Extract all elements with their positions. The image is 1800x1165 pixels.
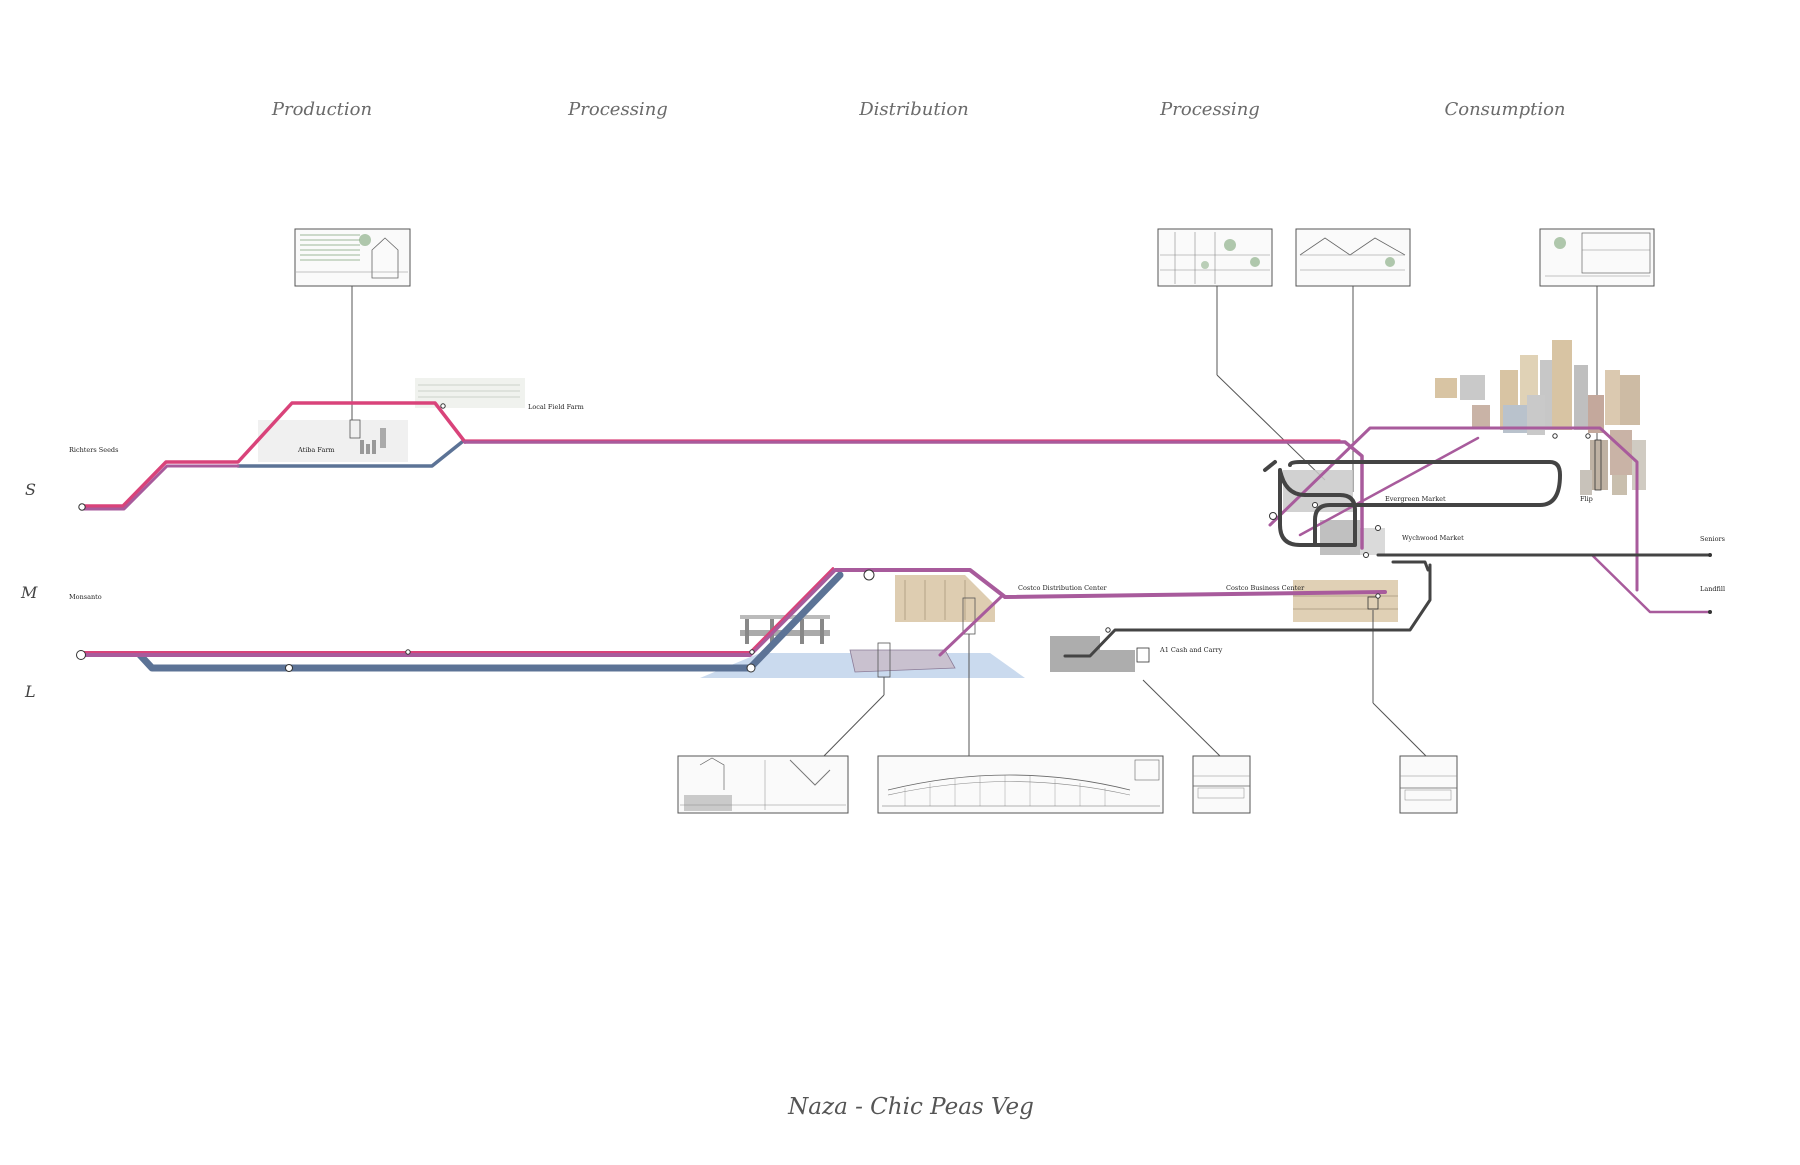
route-grey-business — [1391, 560, 1430, 572]
city-buildings — [1435, 340, 1646, 495]
label-richters-seeds: Richters Seeds — [69, 446, 118, 454]
station-evergreen — [1269, 512, 1277, 520]
stage-heading-production: Production — [271, 99, 372, 120]
scale-letter-m: M — [20, 583, 38, 602]
thumbnail-market-drawing-1 — [1157, 228, 1273, 287]
stage-heading-distribution: Distribution — [858, 99, 969, 120]
leader-line-costco-business-b — [1372, 702, 1429, 759]
route-purple-seeds — [80, 464, 240, 511]
station-monsanto-start — [76, 650, 86, 660]
station-distribution — [863, 569, 875, 581]
stage-heading-processing-2: Processing — [1159, 99, 1260, 120]
leader-line-a1 — [1142, 679, 1223, 759]
route-purple-warehouse-link — [938, 568, 1005, 657]
station-port — [746, 663, 756, 673]
scale-letter-l: L — [24, 682, 36, 701]
route-purple-landfill — [1590, 553, 1712, 614]
a1-cash-carry-building — [1050, 636, 1150, 672]
station-monsanto-mid — [285, 664, 293, 672]
thumbnail-warehouse-drawing — [877, 755, 1164, 814]
station-seniors — [1708, 553, 1712, 557]
label-monsanto: Monsanto — [69, 593, 102, 601]
route-pink-seeds — [80, 401, 467, 508]
route-purple-loop — [1298, 436, 1480, 537]
station-a1 — [1105, 627, 1111, 633]
diagram-caption: Naza - Chic Peas Veg — [787, 1094, 1034, 1120]
costco-distribution-building — [895, 575, 995, 635]
label-evergreen-market: Evergreen Market — [1385, 495, 1446, 503]
route-grey-loop — [1278, 468, 1357, 547]
stage-heading-consumption: Consumption — [1444, 99, 1565, 120]
label-flip: Flip — [1580, 495, 1593, 503]
station-costco-business — [1375, 593, 1381, 599]
station-flip-a — [1552, 433, 1558, 439]
thumbnail-a1-drawing — [1192, 755, 1251, 814]
thumbnail-farm-drawing — [294, 228, 411, 287]
label-wychwood-market: Wychwood Market — [1402, 534, 1464, 542]
station-wychwood — [1375, 525, 1381, 531]
thumbnail-port-drawing — [677, 755, 849, 814]
station-flip-b — [1585, 433, 1591, 439]
leader-line-port-b — [819, 694, 885, 761]
scale-letter-s: S — [25, 480, 36, 499]
station-landfill — [1708, 610, 1712, 614]
route-grey-to-a1 — [1063, 563, 1432, 658]
costco-business-building — [1293, 580, 1398, 622]
route-blue-monsanto — [136, 571, 844, 672]
thumbnail-consumption-drawing — [1539, 228, 1655, 287]
stage-heading-processing-1: Processing — [567, 99, 668, 120]
label-landfill: Landfill — [1700, 585, 1725, 593]
route-grey-main — [1263, 460, 1277, 472]
label-local-field-farm: Local Field Farm — [528, 403, 584, 411]
label-costco-business: Costco Business Center — [1226, 584, 1305, 592]
station-monsanto-small — [405, 649, 411, 655]
station-wychwood-b — [1363, 552, 1369, 558]
route-grey-city-loop — [1288, 460, 1562, 547]
station-port-small — [749, 649, 755, 655]
route-purple-long — [463, 440, 1364, 550]
route-blue-farm — [236, 440, 464, 468]
label-atiba-farm: Atiba Farm — [297, 446, 335, 454]
market-buildings — [1283, 470, 1385, 555]
thumbnail-business-drawing — [1399, 755, 1458, 814]
station-richters-start — [78, 503, 86, 511]
station-evergreen-b — [1312, 502, 1318, 508]
route-pink-monsanto — [79, 567, 834, 653]
route-purple-monsanto — [78, 568, 1387, 657]
thumbnail-market-drawing-2 — [1295, 228, 1411, 287]
station-farm-exit — [440, 403, 446, 409]
label-costco-distribution: Costco Distribution Center — [1018, 584, 1108, 592]
label-seniors: Seniors — [1700, 535, 1725, 543]
label-a1-cash-carry: A1 Cash and Carry — [1159, 646, 1223, 654]
